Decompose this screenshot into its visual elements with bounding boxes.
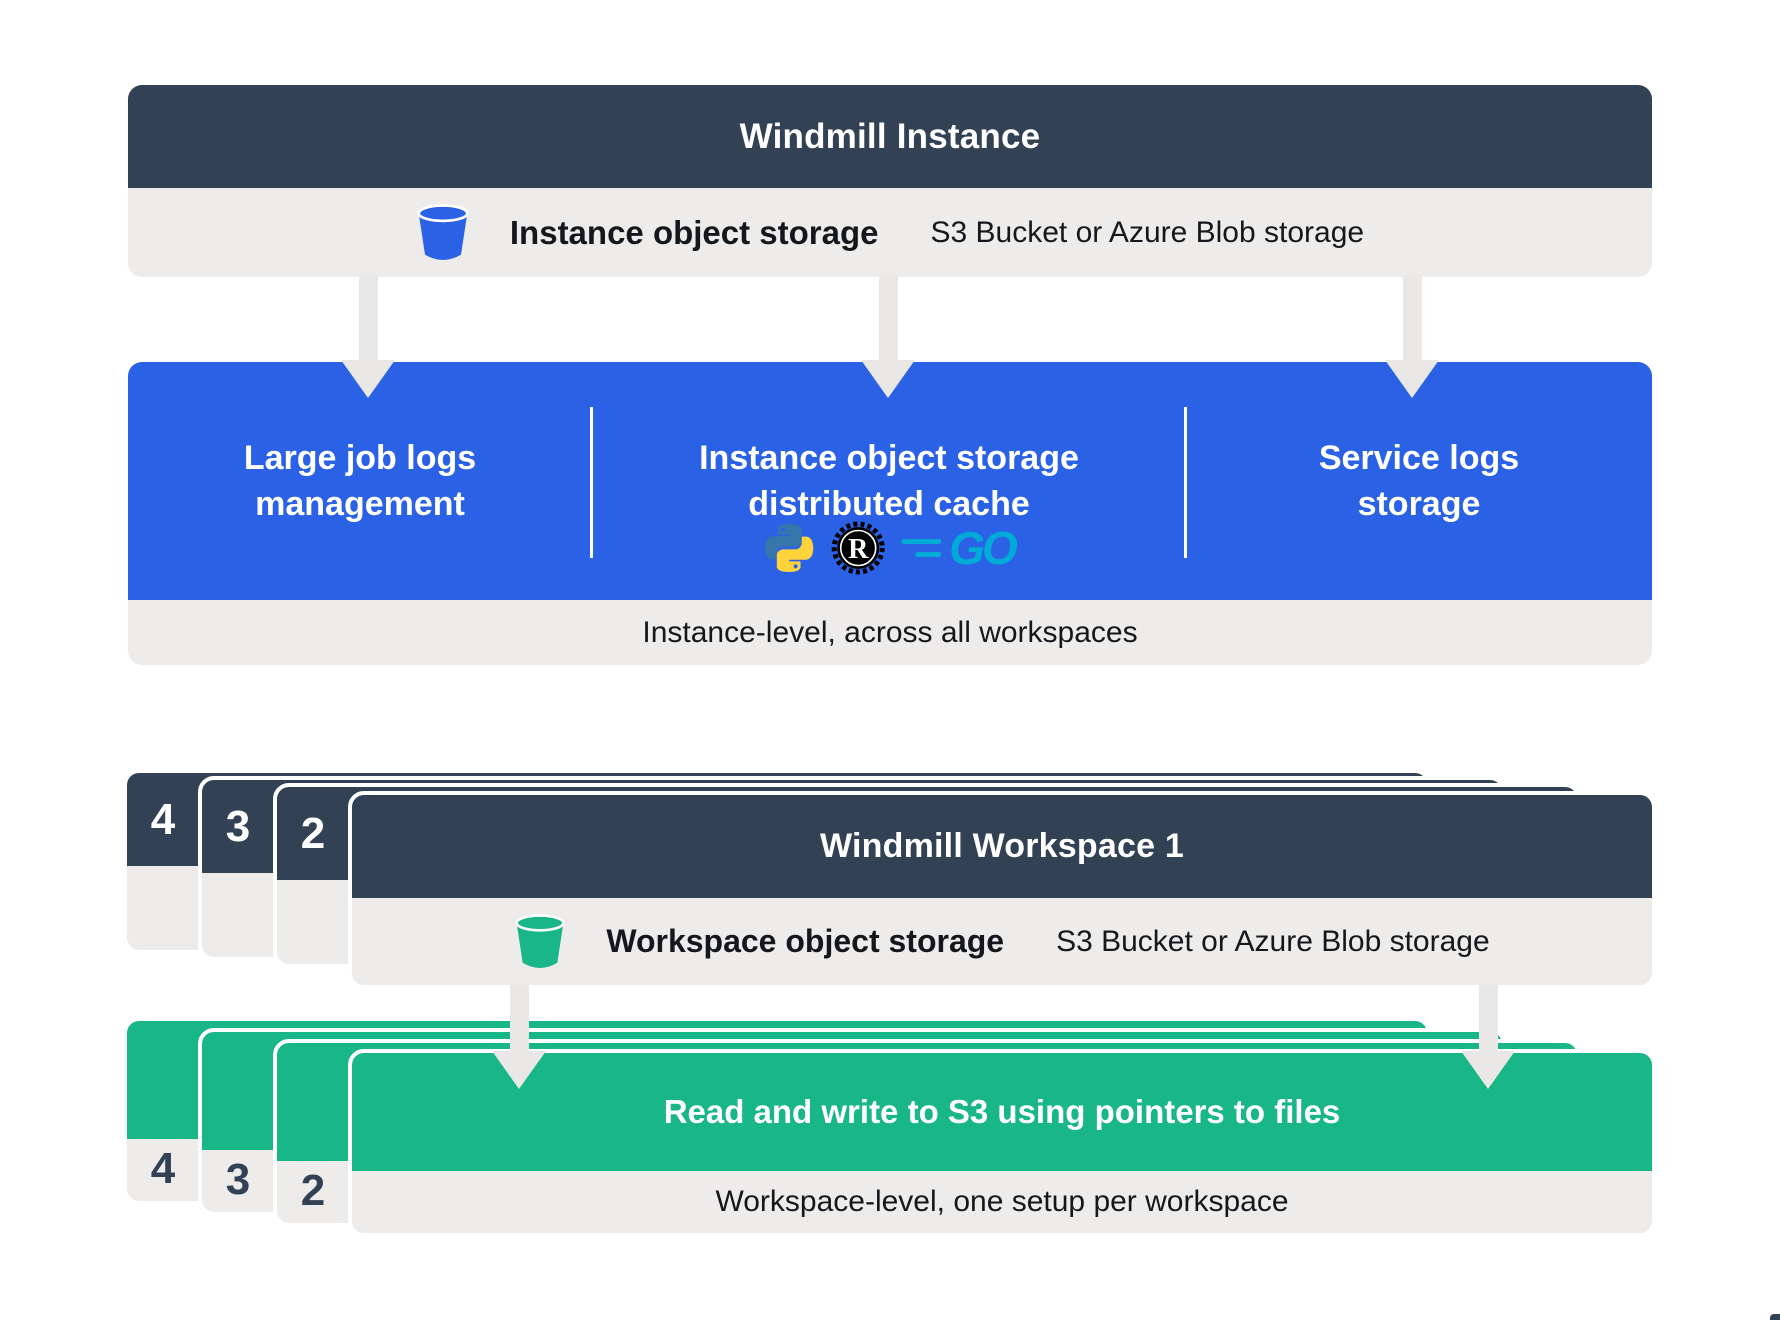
bucket-icon [515, 913, 566, 968]
feature-service-logs: Service logs storage [1186, 362, 1652, 600]
arrow-down-icon [341, 360, 395, 398]
instance-caption-bar: Instance-level, across all workspaces [128, 600, 1652, 665]
instance-header: Windmill Instance [128, 85, 1652, 188]
result-caption: Workspace-level, one setup per workspace [715, 1185, 1289, 1218]
python-icon [765, 524, 814, 572]
feature-label: Instance object storage distributed cach… [699, 439, 1079, 523]
bucket-icon [417, 203, 469, 260]
workspace-number: 4 [150, 795, 176, 844]
result-caption-bar: Workspace-level, one setup per workspace [352, 1171, 1652, 1233]
column-divider [1184, 407, 1187, 558]
workspace-number: 2 [300, 809, 326, 858]
arrow-down-icon [1461, 1051, 1515, 1089]
workspace-storage-detail: S3 Bucket or Azure Blob storage [1056, 924, 1490, 958]
rust-icon: R [831, 521, 885, 575]
result-title: Read and write to S3 using pointers to f… [663, 1093, 1341, 1130]
result-number: 2 [300, 1166, 326, 1215]
workspace-card-1: Windmill Workspace 1 Workspace object st… [348, 791, 1656, 989]
instance-storage-label: Instance object storage [509, 213, 879, 251]
instance-card: Windmill Instance Instance object storag… [128, 85, 1652, 277]
instance-storage-detail: S3 Bucket or Azure Blob storage [930, 215, 1365, 249]
instance-title: Windmill Instance [739, 116, 1041, 156]
cropped-next-card-corner [1770, 1314, 1780, 1320]
result-number: 4 [150, 1144, 176, 1193]
instance-caption: Instance-level, across all workspaces [642, 615, 1138, 649]
arrow-down-icon [1403, 276, 1422, 362]
rust-letter: R [848, 534, 869, 565]
feature-distributed-cache: Instance object storage distributed cach… [592, 362, 1186, 600]
arrow-down-icon [492, 1051, 546, 1089]
result-number: 3 [225, 1155, 251, 1204]
result-card-1: Read and write to S3 using pointers to f… [348, 1049, 1656, 1237]
workspace-number: 3 [225, 802, 251, 851]
instance-storage-bar: Instance object storage S3 Bucket or Azu… [128, 188, 1652, 277]
workspace-header: Windmill Workspace 1 [352, 795, 1652, 898]
feature-label: Service logs storage [1318, 439, 1520, 523]
workspace-storage-label: Workspace object storage [606, 923, 1005, 959]
arrow-down-icon [510, 985, 529, 1053]
go-icon: GO [901, 522, 1018, 574]
arrow-down-icon [359, 276, 378, 362]
go-speed-lines [901, 539, 942, 557]
arrow-down-icon [1385, 360, 1439, 398]
go-text: GO [949, 522, 1018, 574]
workspace-storage-bar: Workspace object storage S3 Bucket or Az… [352, 898, 1652, 985]
column-divider [590, 407, 593, 558]
arrow-down-icon [1479, 985, 1498, 1053]
instance-features-box: Large job logs management Instance objec… [128, 362, 1652, 600]
language-logos: R GO [763, 520, 1018, 576]
workspace-title: Windmill Workspace 1 [820, 827, 1184, 865]
arrow-down-icon [861, 360, 915, 398]
arrow-down-icon [879, 276, 898, 362]
feature-label: Large job logs management [243, 439, 477, 523]
feature-large-job-logs: Large job logs management [128, 362, 592, 600]
result-title-area: Read and write to S3 using pointers to f… [352, 1053, 1652, 1171]
